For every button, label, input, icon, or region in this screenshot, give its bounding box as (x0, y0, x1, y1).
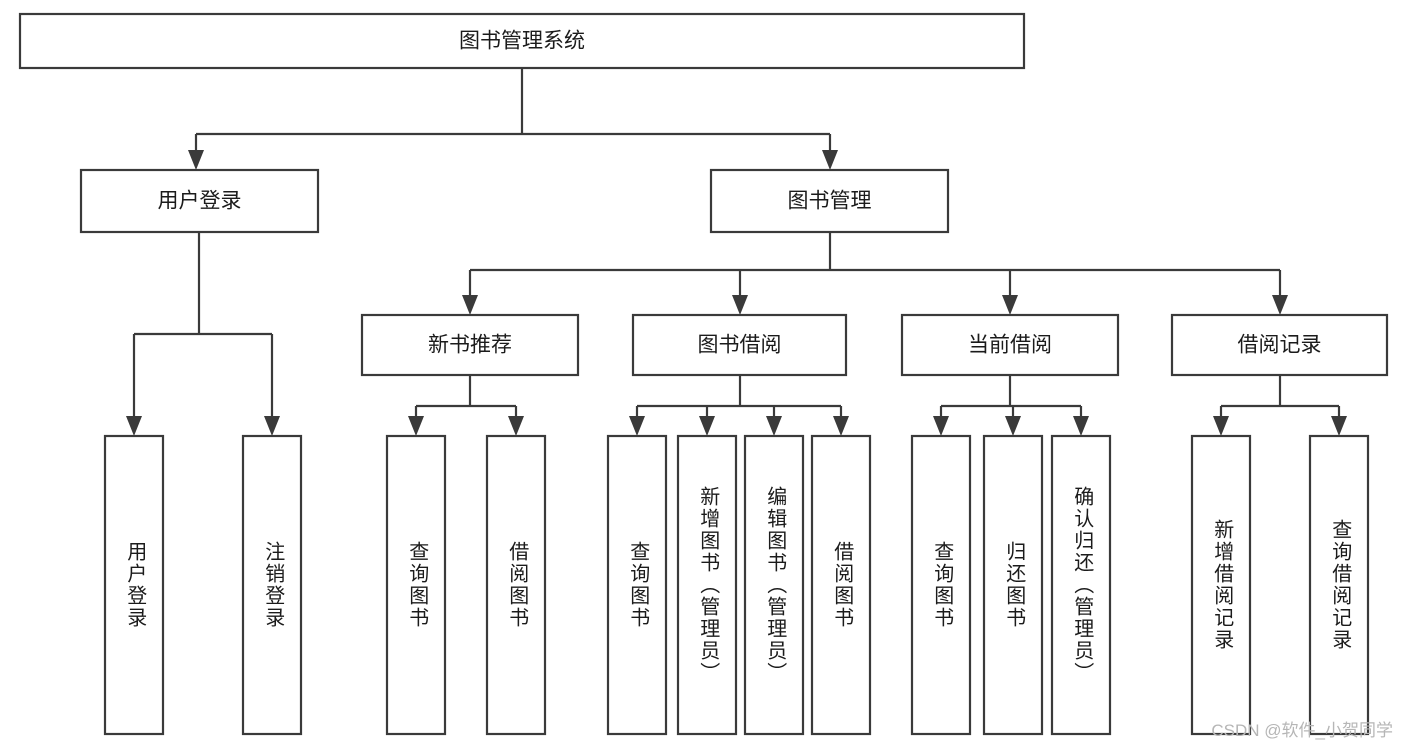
arrow-head-leaf-add-book-admin (699, 416, 715, 436)
arrow-head-leaf-confirm-return-admin (1073, 416, 1089, 436)
node-borrow-record-label: 借阅记录 (1238, 334, 1322, 357)
node-leaf-borrow-book-1[interactable]: 借阅图书 (485, 434, 547, 736)
node-leaf-logout-login-box[interactable] (241, 434, 303, 736)
node-book-manage-label: 图书管理 (788, 190, 872, 213)
node-root-label: 图书管理系统 (459, 30, 585, 53)
node-new-book-recommend[interactable]: 新书推荐 (360, 313, 580, 377)
arrow-head-book-manage (822, 150, 838, 170)
node-leaf-query-book-1-box[interactable] (385, 434, 447, 736)
node-new-book-recommend-box[interactable] (360, 313, 580, 377)
arrow-head-current-borrow (1002, 295, 1018, 315)
node-leaf-return-book-box[interactable] (982, 434, 1044, 736)
node-leaf-user-login-box[interactable] (103, 434, 165, 736)
node-current-borrow-label: 当前借阅 (968, 334, 1052, 357)
node-book-manage[interactable]: 图书管理 (709, 168, 950, 234)
node-root[interactable]: 图书管理系统 (18, 12, 1026, 70)
node-book-borrow[interactable]: 图书借阅 (631, 313, 848, 377)
node-leaf-user-login-label: 用户登录 (124, 541, 147, 629)
node-leaf-query-borrow-record-box[interactable] (1308, 434, 1370, 736)
node-book-borrow-box[interactable] (631, 313, 848, 377)
node-leaf-borrow-book-2[interactable]: 借阅图书 (810, 434, 872, 736)
node-book-manage-box[interactable] (709, 168, 950, 234)
node-leaf-logout-login[interactable]: 注销登录 (241, 434, 303, 736)
node-leaf-add-book-admin-label: 新增图书（管理员） (697, 486, 720, 684)
node-current-borrow[interactable]: 当前借阅 (900, 313, 1120, 377)
node-current-borrow-box[interactable] (900, 313, 1120, 377)
node-leaf-edit-book-admin[interactable]: 编辑图书（管理员） (743, 434, 805, 736)
arrow-head-book-borrow (732, 295, 748, 315)
arrow-head-leaf-add-borrow-record (1213, 416, 1229, 436)
node-leaf-add-book-admin[interactable]: 新增图书（管理员） (676, 434, 738, 736)
arrow-head-leaf-user-login (126, 416, 142, 436)
node-leaf-edit-book-admin-box[interactable] (743, 434, 805, 736)
node-leaf-logout-login-label: 注销登录 (262, 541, 285, 629)
connector-layer (126, 68, 1347, 436)
node-leaf-confirm-return-admin[interactable]: 确认归还（管理员） (1050, 434, 1112, 736)
node-leaf-add-borrow-record[interactable]: 新增借阅记录 (1190, 434, 1252, 736)
arrow-head-leaf-borrow-book-2 (833, 416, 849, 436)
node-leaf-borrow-book-1-label: 借阅图书 (506, 541, 529, 629)
node-leaf-add-book-admin-box[interactable] (676, 434, 738, 736)
node-leaf-query-book-3-label: 查询图书 (931, 541, 954, 629)
node-leaf-query-book-2-label: 查询图书 (627, 541, 650, 629)
node-leaf-query-book-2[interactable]: 查询图书 (606, 434, 668, 736)
node-leaf-edit-book-admin-label: 编辑图书（管理员） (764, 486, 787, 684)
arrow-head-leaf-edit-book-admin (766, 416, 782, 436)
node-leaf-query-borrow-record-label: 查询借阅记录 (1329, 519, 1352, 651)
node-leaf-query-book-3[interactable]: 查询图书 (910, 434, 972, 736)
node-book-borrow-label: 图书借阅 (698, 334, 782, 357)
arrow-head-new-book-recommend (462, 295, 478, 315)
arrow-head-borrow-record (1272, 295, 1288, 315)
node-leaf-borrow-book-1-box[interactable] (485, 434, 547, 736)
node-leaf-query-book-1-label: 查询图书 (406, 541, 429, 629)
arrow-head-user-login (188, 150, 204, 170)
node-leaf-query-book-1[interactable]: 查询图书 (385, 434, 447, 736)
node-leaf-return-book[interactable]: 归还图书 (982, 434, 1044, 736)
node-leaf-confirm-return-admin-label: 确认归还（管理员） (1071, 486, 1094, 684)
node-root-box[interactable] (18, 12, 1026, 70)
node-new-book-recommend-label: 新书推荐 (428, 334, 512, 357)
node-leaf-query-borrow-record[interactable]: 查询借阅记录 (1308, 434, 1370, 736)
arrow-head-leaf-logout-login (264, 416, 280, 436)
node-leaf-query-book-3-box[interactable] (910, 434, 972, 736)
arrow-head-leaf-query-book-1 (408, 416, 424, 436)
arrow-head-leaf-query-book-3 (933, 416, 949, 436)
node-leaf-return-book-label: 归还图书 (1003, 541, 1026, 629)
node-leaf-borrow-book-2-box[interactable] (810, 434, 872, 736)
node-leaf-query-book-2-box[interactable] (606, 434, 668, 736)
node-leaf-borrow-book-2-label: 借阅图书 (831, 541, 854, 629)
node-user-login-box[interactable] (79, 168, 320, 234)
node-borrow-record-box[interactable] (1170, 313, 1389, 377)
arrow-head-leaf-return-book (1005, 416, 1021, 436)
node-leaf-user-login[interactable]: 用户登录 (103, 434, 165, 736)
node-borrow-record[interactable]: 借阅记录 (1170, 313, 1389, 377)
arrow-head-leaf-borrow-book-1 (508, 416, 524, 436)
arrow-head-leaf-query-book-2 (629, 416, 645, 436)
node-leaf-add-borrow-record-box[interactable] (1190, 434, 1252, 736)
node-leaf-add-borrow-record-label: 新增借阅记录 (1211, 519, 1234, 651)
node-user-login[interactable]: 用户登录 (79, 168, 320, 234)
node-leaf-confirm-return-admin-box[interactable] (1050, 434, 1112, 736)
csdn-watermark: CSDN @软件_小贺同学 (1211, 721, 1393, 740)
node-user-login-label: 用户登录 (158, 190, 242, 213)
arrow-head-leaf-query-borrow-record (1331, 416, 1347, 436)
